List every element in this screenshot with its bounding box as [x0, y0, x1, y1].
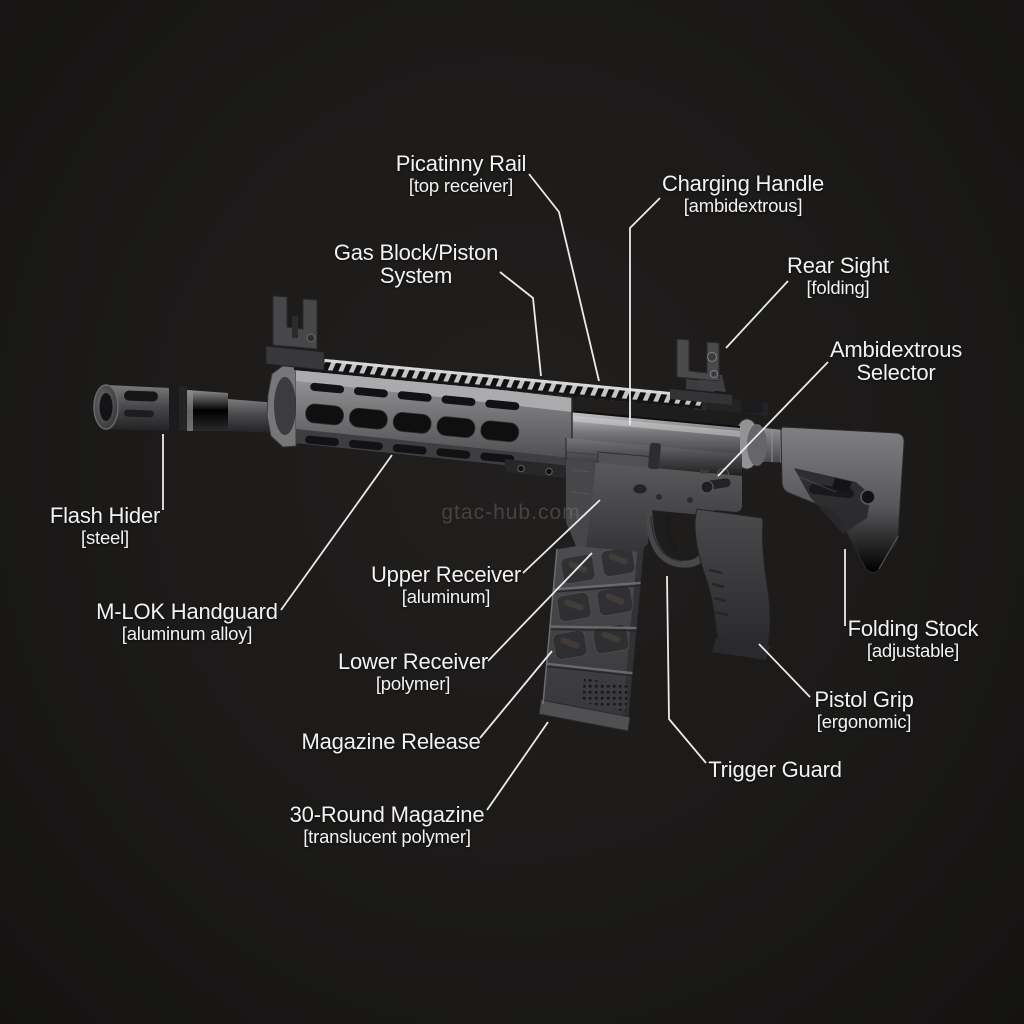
label-title: Rear Sight — [787, 253, 889, 278]
leader-30-round-magazine — [486, 721, 549, 811]
leader-lower-receiver — [487, 552, 593, 662]
label-spec: [folding] — [806, 277, 870, 298]
leader-charging-handle — [629, 197, 661, 425]
magazine — [538, 533, 646, 732]
label-title: Pistol Grip — [814, 687, 914, 712]
callout-mlok-handguard: M-LOK Handguard [aluminum alloy] — [96, 600, 278, 645]
label-spec: [polymer] — [375, 673, 451, 694]
leader-pistol-grip — [758, 643, 811, 698]
leader-magazine-release — [479, 650, 553, 739]
callout-rear-sight: Rear Sight [folding] — [787, 254, 889, 299]
label-title: Folding Stock — [847, 616, 979, 641]
label-title: Ambidextrous Selector — [829, 337, 963, 385]
mlok-handguard-part — [266, 364, 573, 479]
callout-folding-stock: Folding Stock [adjustable] — [848, 617, 979, 662]
leader-rear-sight — [725, 280, 789, 349]
label-spec: [aluminum alloy] — [121, 623, 253, 644]
picatinny-rail-part — [294, 356, 702, 409]
callout-pistol-grip: Pistol Grip [ergonomic] — [814, 688, 913, 733]
leader-trigger-guard — [666, 575, 707, 764]
trigger — [665, 515, 679, 552]
callout-gas-block-piston: Gas Block/Piston System — [324, 241, 508, 287]
barrel — [187, 390, 278, 433]
label-spec: [steel] — [81, 527, 129, 548]
label-title: Trigger Guard — [708, 757, 842, 782]
leader-ambidextrous-selector — [717, 361, 829, 477]
callout-lower-receiver: Lower Receiver [polymer] — [338, 650, 488, 695]
rear-sight-part — [670, 338, 732, 405]
label-spec: [adjustable] — [866, 640, 960, 661]
callout-ambidextrous-selector: Ambidextrous Selector — [820, 338, 972, 384]
label-title: Lower Receiver — [337, 649, 489, 674]
label-spec: [top receiver] — [408, 175, 514, 196]
leader-gas-block-piston — [499, 271, 542, 377]
callout-flash-hider: Flash Hider [steel] — [50, 504, 160, 549]
label-title: 30-Round Magazine — [289, 802, 485, 827]
label-title: Magazine Release — [301, 729, 481, 754]
label-title: Upper Receiver — [370, 562, 522, 587]
pistol-grip-part — [694, 508, 771, 660]
leader-upper-receiver — [522, 499, 601, 574]
label-title: Gas Block/Piston System — [333, 240, 499, 288]
leader-mlok-handguard — [280, 454, 393, 611]
leader-picatinny-rail — [528, 173, 600, 382]
label-spec: [aluminum] — [401, 586, 491, 607]
callout-charging-handle: Charging Handle [ambidextrous] — [662, 172, 824, 217]
label-title: Flash Hider — [49, 503, 161, 528]
ambidextrous-selector-part — [700, 470, 731, 494]
label-title: Charging Handle — [661, 171, 825, 196]
label-spec: [ambidextrous] — [683, 195, 803, 216]
label-spec: [translucent polymer] — [303, 826, 471, 847]
label-title: Picatinny Rail — [395, 151, 527, 176]
callout-trigger-guard: Trigger Guard — [708, 758, 842, 781]
label-title: M-LOK Handguard — [96, 599, 278, 624]
callout-magazine-release: Magazine Release — [301, 730, 480, 753]
callout-picatinny-rail: Picatinny Rail [top receiver] — [395, 151, 527, 197]
label-spec: [ergonomic] — [816, 711, 912, 732]
front-sight — [265, 295, 325, 371]
watermark: gtac-hub.com — [441, 501, 581, 524]
callout-upper-receiver: Upper Receiver [aluminum] — [371, 563, 521, 608]
flash-hider-part — [93, 384, 187, 431]
folding-stock-part — [780, 426, 905, 573]
callout-30-round-magazine: 30-Round Magazine [translucent polymer] — [290, 803, 485, 848]
